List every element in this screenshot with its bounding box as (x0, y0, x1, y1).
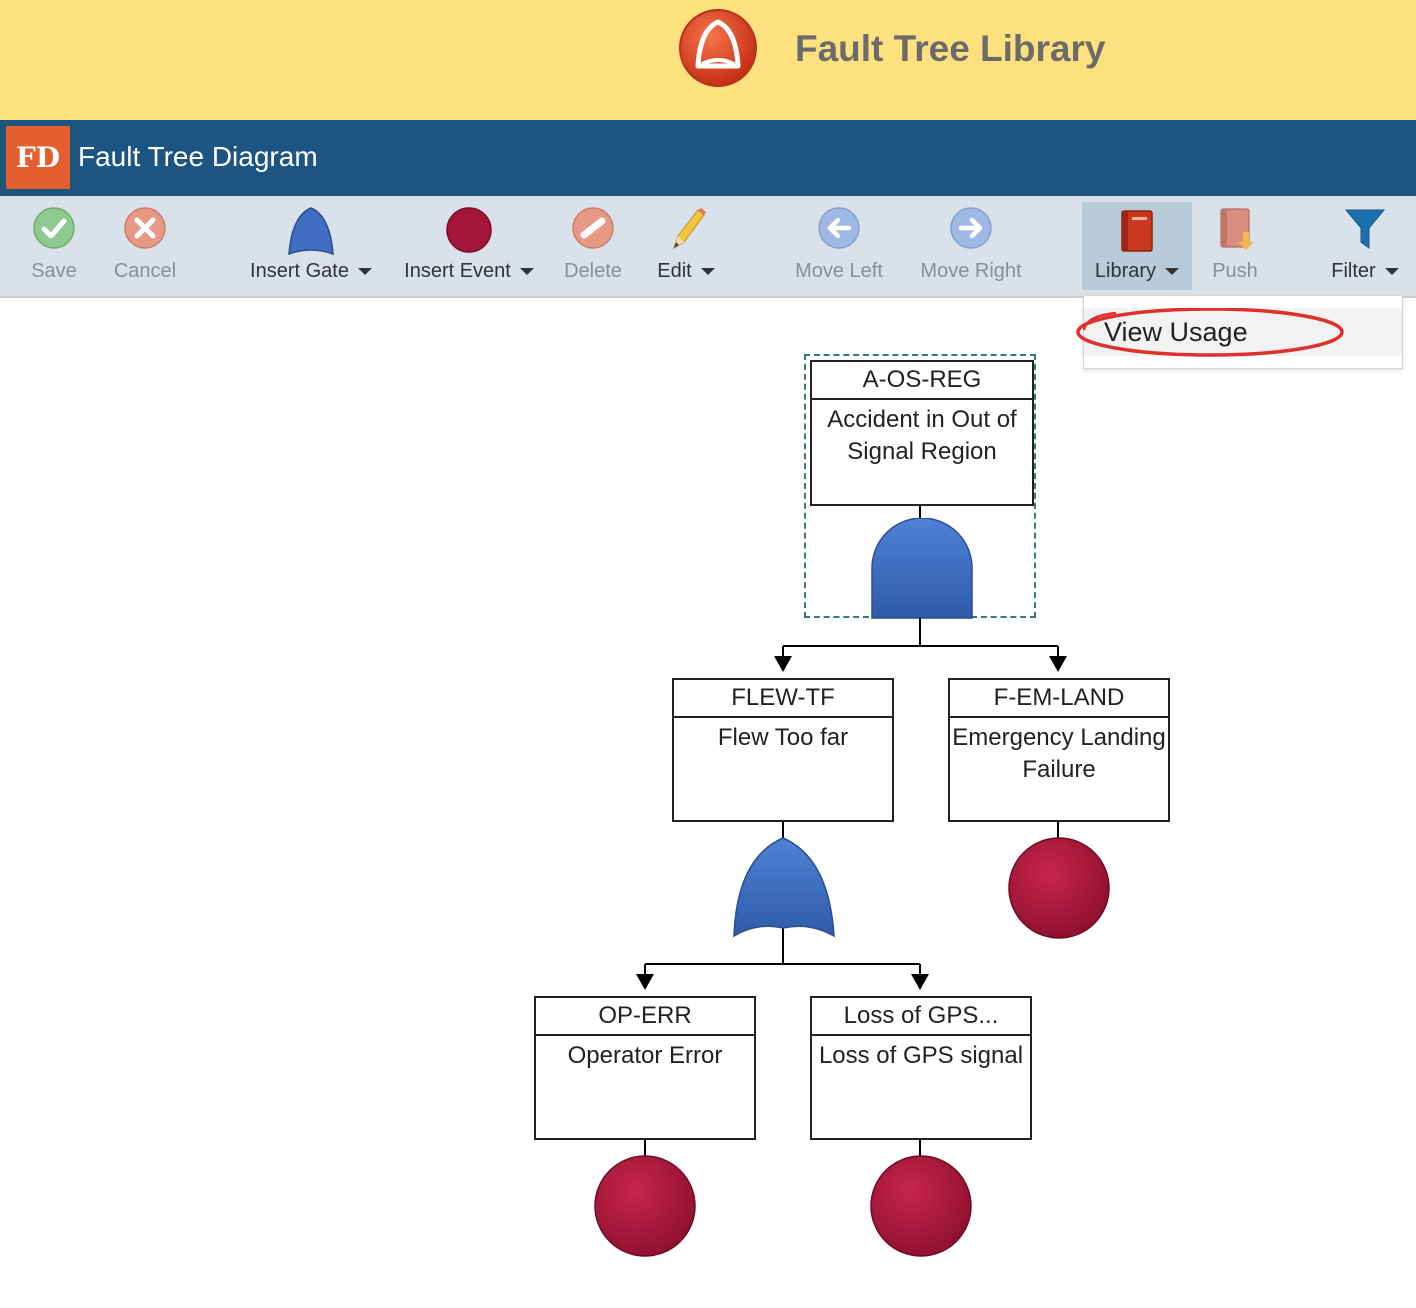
app-title: Fault Tree Library (795, 28, 1106, 69)
save-button[interactable]: Save (14, 200, 94, 292)
or-gate-icon[interactable] (731, 836, 837, 940)
basic-event-icon (446, 207, 492, 253)
arrow-left-icon (818, 207, 860, 249)
move-right-label: Move Right (920, 260, 1022, 282)
node-id: A-OS-REG (812, 362, 1032, 400)
delete-button[interactable]: Delete (552, 200, 634, 292)
filter-icon (1344, 209, 1386, 249)
app-logo-icon (679, 9, 757, 87)
save-label: Save (31, 260, 77, 282)
and-gate-icon[interactable] (870, 518, 974, 620)
cancel-label: Cancel (113, 260, 177, 282)
filter-label: Filter (1331, 260, 1376, 282)
edit-label: Edit (657, 260, 692, 282)
node-description: Flew Too far (717, 724, 849, 751)
library-dropdown-menu: View Usage (1083, 295, 1403, 369)
highlight-circle-annotation (1076, 308, 1344, 357)
basic-event-icon[interactable] (1007, 836, 1111, 940)
delete-icon (572, 207, 614, 249)
tree-node-op-err[interactable]: OP-ERR Operator Error (534, 996, 756, 1140)
view-usage-menu-item[interactable]: View Usage (1084, 308, 1402, 356)
chevron-down-icon (1165, 268, 1180, 276)
diagram-header (0, 120, 1416, 196)
library-button[interactable]: Library (1082, 202, 1192, 290)
push-label: Push (1212, 260, 1258, 282)
node-description: Accident in Out of Signal Region (827, 406, 1017, 465)
node-description: Loss of GPS signal (818, 1042, 1024, 1069)
delete-label: Delete (564, 260, 622, 282)
cancel-button[interactable]: Cancel (100, 200, 190, 292)
edit-button[interactable]: Edit (645, 200, 727, 292)
node-id: F-EM-LAND (950, 680, 1168, 718)
chevron-down-icon (519, 268, 534, 276)
tree-node-flew-tf[interactable]: FLEW-TF Flew Too far (672, 678, 894, 822)
push-icon (1220, 208, 1254, 250)
move-right-button[interactable]: Move Right (910, 200, 1032, 292)
check-icon (33, 207, 75, 249)
diagram-title: Fault Tree Diagram (78, 141, 318, 172)
push-button[interactable]: Push (1200, 200, 1270, 292)
move-left-label: Move Left (795, 260, 883, 282)
close-icon (124, 207, 166, 249)
chevron-down-icon (700, 268, 715, 276)
book-icon (1121, 210, 1153, 252)
chevron-down-icon (357, 268, 372, 276)
pencil-icon (672, 208, 706, 250)
library-label: Library (1094, 260, 1157, 282)
tree-node-root[interactable]: A-OS-REG Accident in Out of Signal Regio… (810, 360, 1034, 506)
insert-event-label: Insert Event (404, 260, 511, 282)
insert-gate-button[interactable]: Insert Gate (240, 200, 382, 292)
filter-button[interactable]: Filter (1320, 200, 1410, 292)
insert-gate-label: Insert Gate (250, 260, 349, 282)
or-gate-icon (288, 207, 334, 256)
chevron-down-icon (1384, 268, 1399, 276)
node-description: Operator Error (567, 1042, 723, 1069)
tree-node-loss-of-gps[interactable]: Loss of GPS... Loss of GPS signal (810, 996, 1032, 1140)
node-id: OP-ERR (536, 998, 754, 1036)
node-description: Emergency Landing Failure (952, 724, 1166, 783)
arrow-right-icon (950, 207, 992, 249)
basic-event-icon[interactable] (869, 1154, 973, 1258)
move-left-button[interactable]: Move Left (784, 200, 894, 292)
basic-event-icon[interactable] (593, 1154, 697, 1258)
node-id: FLEW-TF (674, 680, 892, 718)
insert-event-button[interactable]: Insert Event (395, 200, 543, 292)
fd-logo: FD (6, 126, 70, 189)
view-usage-label: View Usage (1104, 317, 1248, 347)
tree-node-f-em-land[interactable]: F-EM-LAND Emergency Landing Failure (948, 678, 1170, 822)
node-id: Loss of GPS... (812, 998, 1030, 1036)
